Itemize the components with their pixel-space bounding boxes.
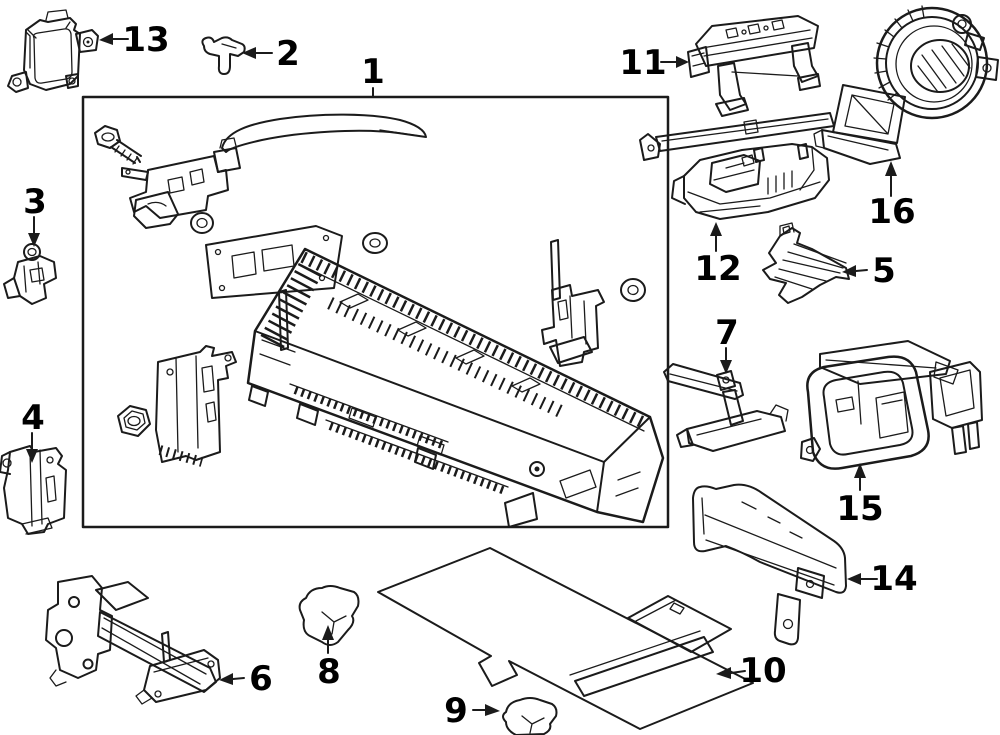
callout-8-leader (322, 625, 334, 654)
part-6-bracket-drawing (45, 575, 221, 705)
callout-5-label[interactable]: 5 (872, 251, 896, 291)
part-5-bracket-drawing (762, 222, 850, 304)
callout-4-label[interactable]: 4 (21, 398, 45, 438)
callout-6-label[interactable]: 6 (249, 659, 273, 699)
lower-bracket-drawing (155, 345, 237, 467)
callout-12-leader (710, 222, 722, 252)
part-13-module-drawing (7, 9, 99, 93)
part-11-bracket-drawing (687, 15, 821, 117)
part-8-pad-drawing (298, 585, 360, 646)
upper-bracket-drawing (121, 137, 241, 229)
callout-10-label[interactable]: 10 (739, 651, 786, 691)
part-1-assembly-boundary-box (81, 95, 670, 529)
callout-2-label[interactable]: 2 (276, 34, 300, 74)
part-12-fusebox-drawing (671, 143, 830, 220)
part-10-mat-drawing (377, 547, 754, 730)
callout-7-leader (720, 347, 732, 374)
callout-9-label[interactable]: 9 (444, 691, 468, 731)
callout-leaders (26, 33, 897, 716)
right-bracket-drawing (541, 284, 605, 367)
callout-3-leader (28, 216, 40, 247)
callout-labels: 1 2 3 4 5 6 7 8 9 10 11 12 13 14 15 16 (21, 20, 918, 731)
callout-13-leader (99, 33, 129, 45)
part-15-housing-drawing (800, 340, 983, 470)
callout-9-leader (472, 704, 500, 716)
part-16-blower-drawing (639, 5, 999, 165)
callout-1-label[interactable]: 1 (361, 52, 385, 92)
callout-15-label[interactable]: 15 (836, 489, 883, 529)
part-7-bracket-drawing (663, 363, 789, 452)
callout-14-leader (847, 573, 878, 585)
callout-8-label[interactable]: 8 (317, 652, 341, 692)
callout-11-leader (660, 56, 689, 68)
nut-icon (117, 405, 151, 437)
part-9-pad-drawing (502, 697, 558, 735)
part-2-clip-drawing (201, 36, 246, 75)
callout-10-leader (716, 667, 746, 679)
callout-6-leader (219, 673, 245, 685)
part-4-bracket-drawing (0, 445, 67, 535)
callout-16-leader (885, 161, 897, 197)
callout-3-label[interactable]: 3 (23, 182, 47, 222)
callout-2-leader (242, 47, 273, 59)
callout-16-label[interactable]: 16 (868, 192, 915, 232)
callout-12-label[interactable]: 12 (694, 249, 741, 289)
callout-5-leader (842, 265, 868, 277)
callout-11-label[interactable]: 11 (619, 43, 666, 83)
cover-panel-drawing (221, 113, 427, 153)
grommet-icon (190, 212, 646, 302)
part-3-clamp-drawing (3, 243, 57, 305)
callout-13-label[interactable]: 13 (122, 20, 169, 60)
part-1-battery-pack-drawing (246, 239, 665, 528)
callout-14-label[interactable]: 14 (870, 559, 917, 599)
callout-7-label[interactable]: 7 (715, 313, 739, 353)
bolt-drawing (94, 125, 142, 165)
callout-4-leader (26, 432, 38, 463)
part-14-duct-drawing (692, 483, 847, 646)
callout-15-leader (854, 463, 866, 491)
